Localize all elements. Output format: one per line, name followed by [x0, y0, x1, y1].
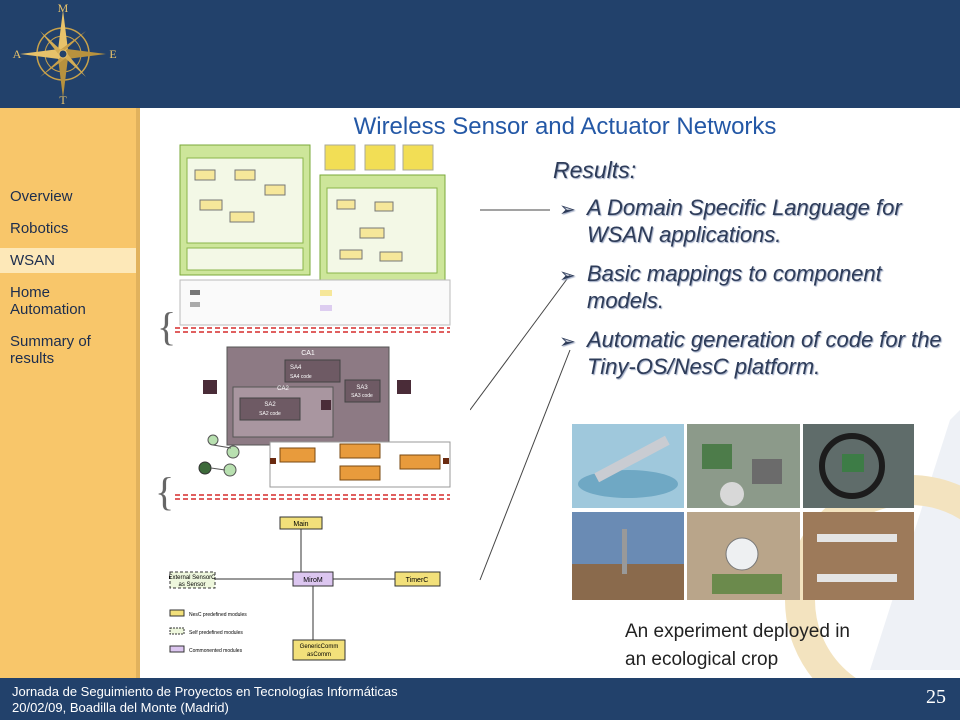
mirom-module-label: MiroM — [303, 577, 323, 584]
photo-tree-sensor — [803, 512, 914, 600]
compass-w: A — [13, 47, 22, 61]
compass-n: M — [58, 1, 69, 15]
sa4-label: SA4 — [290, 365, 302, 371]
photo-gauge — [687, 512, 800, 600]
result-item: ➢ A Domain Specific Language for WSAN app… — [555, 194, 960, 248]
dsl-model-diagram — [179, 144, 451, 326]
external-sensor-label-2: as Sensor — [178, 582, 205, 588]
sidebar-divider — [136, 108, 140, 678]
nav-item-robotics[interactable]: Robotics — [10, 220, 69, 237]
footer-event: Jornada de Seguimiento de Proyectos en T… — [12, 684, 398, 699]
external-sensor-label: External SensorC — [168, 575, 216, 581]
result-text: A Domain Specific Language for WSAN appl… — [587, 195, 902, 247]
main-module-label: Main — [293, 521, 308, 528]
component-strip-diagram — [269, 441, 451, 488]
brace-icon: { — [155, 469, 174, 514]
connector-line-3 — [479, 349, 571, 581]
sa4-code-label: SA4 code — [290, 374, 312, 380]
generic-comm-label: GenericComm — [300, 644, 339, 650]
sa2-code-label: SA2 code — [259, 411, 281, 417]
compass-s: T — [59, 93, 67, 107]
legend-self-label: Self predefined modules — [189, 630, 243, 636]
sa3-label: SA3 — [356, 385, 368, 391]
header-bar — [0, 0, 960, 108]
ca1-label: CA1 — [301, 350, 315, 357]
legend-nesc-label: NesC predefined modules — [189, 612, 247, 618]
diagram-figures: { CA1 SA4 SA4 code CA2 SA2 SA2 code SA3 … — [155, 144, 451, 661]
photo-field-station — [572, 512, 684, 600]
arrow-bullet-icon: ➢ — [559, 265, 576, 287]
slide-title: Wireless Sensor and Actuator Networks — [353, 113, 777, 140]
result-item: ➢ Automatic generation of code for the Ti… — [555, 326, 960, 380]
caption-line-1: An experiment deployed in — [625, 621, 850, 642]
nav-item-summary-of-results[interactable]: Summary of results — [10, 333, 91, 367]
page-number: 25 — [926, 686, 946, 708]
photo-electronics — [687, 424, 800, 508]
arrow-bullet-icon: ➢ — [559, 331, 576, 353]
footer-date-location: 20/02/09, Boadilla del Monte (Madrid) — [12, 700, 229, 715]
legend-component-label: Commonented modules — [189, 648, 243, 654]
timerc-module-label: TimerC — [406, 577, 429, 584]
footer-bar — [0, 678, 960, 720]
ca2-label: CA2 — [277, 386, 289, 392]
results-heading: Results: — [553, 157, 637, 183]
experiment-photos — [572, 424, 914, 600]
compass-logo: M E A T — [13, 1, 117, 107]
photo-caption: An experiment deployed in an ecological … — [625, 618, 850, 674]
component-diagram: CA1 SA4 SA4 code CA2 SA2 SA2 code SA3 SA… — [203, 346, 411, 446]
nav-item-wsan[interactable]: WSAN — [0, 248, 136, 273]
sa3-code-label: SA3 code — [351, 393, 373, 399]
photo-cable-board — [803, 424, 914, 508]
nav-item-home-automation[interactable]: Home Automation — [10, 284, 86, 318]
sidebar — [0, 108, 140, 678]
results-list: ➢ A Domain Specific Language for WSAN app… — [555, 194, 960, 392]
brace-icon: { — [157, 304, 176, 349]
result-text: Basic mappings to component models. — [587, 261, 882, 313]
sa2-label: SA2 — [264, 402, 276, 408]
nav-item-overview[interactable]: Overview — [10, 188, 73, 205]
result-text: Automatic generation of code for the Tin… — [587, 327, 942, 379]
arrow-bullet-icon: ➢ — [559, 199, 576, 221]
state-machine-diagram — [198, 434, 240, 477]
result-item: ➢ Basic mappings to component models. — [555, 260, 960, 314]
nesc-wiring-diagram: Main MiroM TimerC External SensorC as Se… — [168, 516, 441, 661]
photo-sensor-probe — [572, 424, 684, 508]
connector-line-2 — [470, 274, 571, 411]
generic-comm-label-2: asComm — [307, 652, 331, 658]
compass-e: E — [109, 47, 116, 61]
footer-text: Jornada de Seguimiento de Proyectos en T… — [12, 684, 398, 716]
sidebar-nav: Overview Robotics WSAN Home Automation S… — [0, 184, 136, 378]
caption-line-2: an ecological crop — [625, 649, 779, 670]
